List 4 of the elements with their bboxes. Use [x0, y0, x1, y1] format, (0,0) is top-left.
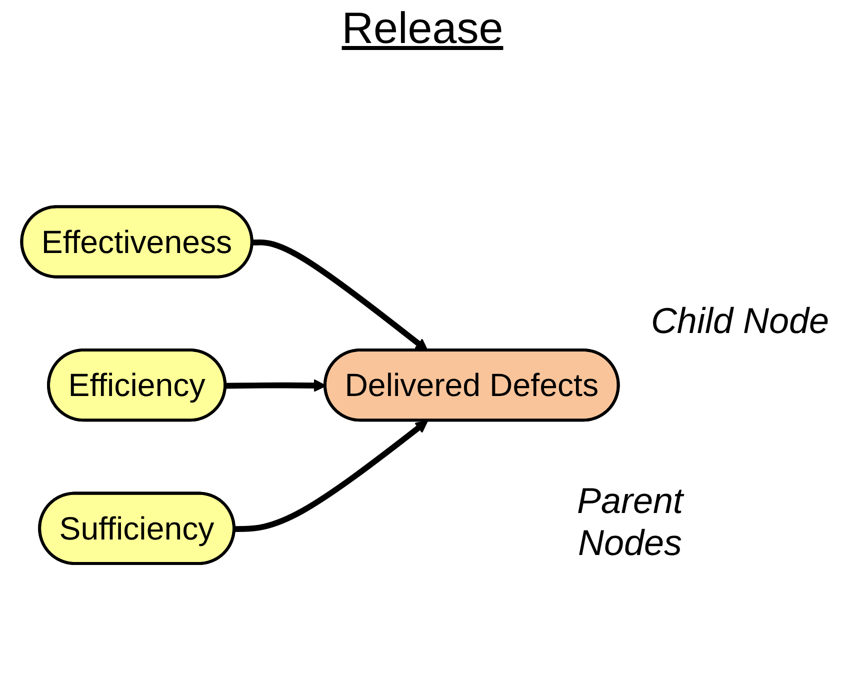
arrow — [234, 420, 428, 532]
diagram-title: Release — [342, 4, 504, 53]
note-label: Child Node — [650, 300, 830, 342]
note-label: Parent Nodes — [576, 480, 686, 564]
